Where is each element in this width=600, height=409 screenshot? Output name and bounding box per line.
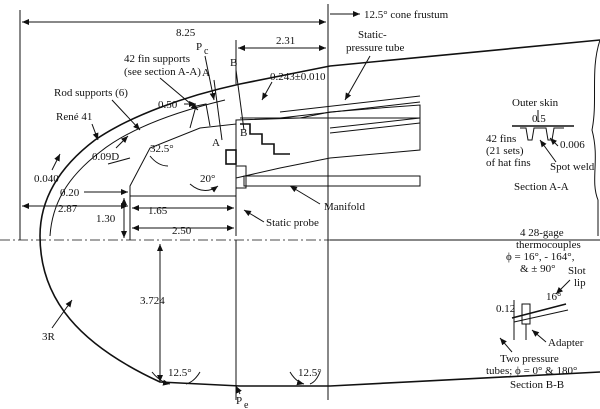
dim-0-20: 0.20 xyxy=(60,187,128,199)
dim-0-243: 0.243±0.010 xyxy=(261,71,326,101)
dim-1-30: 1.30 xyxy=(96,198,127,238)
rod-supports-label: Rod supports (6) xyxy=(54,87,128,99)
static-probe-label: Static probe xyxy=(266,217,319,229)
angle-12-5-left-label: 12.5° xyxy=(168,367,192,379)
dim-0-040: 0.040 xyxy=(34,153,61,185)
dim-0-006-label: 0.006 xyxy=(560,139,585,151)
pe-sub-label: e xyxy=(244,400,249,409)
fin-supports-line1: 42 fin supports xyxy=(124,53,190,65)
dim-1-65-label: 1.65 xyxy=(148,205,168,217)
angle-12-5-right-label: 12.5° xyxy=(298,367,322,379)
cone-frustum-label: 12.5° cone frustum xyxy=(364,9,449,21)
section-bb-detail: 4 28-gage thermocouples ϕ = 16°, - 164°,… xyxy=(486,227,586,391)
slot-lip-line2: lip xyxy=(574,277,586,289)
fins-line3: of hat fins xyxy=(486,157,531,169)
dim-1-30-label: 1.30 xyxy=(96,213,116,225)
section-a-top: A xyxy=(202,67,210,79)
spot-weld-label: Spot weld xyxy=(550,161,595,173)
dim-3-724: 3.724 xyxy=(140,244,165,382)
angle-32-5-label: 32.5° xyxy=(150,143,174,155)
dim-2-87: 2.87 xyxy=(22,186,131,240)
dim-3-724-label: 3.724 xyxy=(140,295,165,307)
dim-0-040-label: 0.040 xyxy=(34,173,59,185)
dim-2-50: 2.50 xyxy=(132,225,234,237)
dim-0-09d: 0.09D xyxy=(92,135,129,163)
pc-label: P xyxy=(196,41,202,53)
rene-41-label: René 41 xyxy=(56,111,92,123)
section-aa-label: Section A-A xyxy=(514,181,569,193)
rod-supports-callout: Rod supports (6) xyxy=(54,87,141,131)
thermo-line1: 4 28-gage xyxy=(520,227,564,239)
fin-supports-callout: 42 fin supports (see section A-A) xyxy=(124,53,201,111)
dim-1-65: 1.65 xyxy=(132,205,234,217)
static-pressure-tube-line2: pressure tube xyxy=(346,42,404,54)
dim-2-31: 2.31 xyxy=(235,35,326,84)
two-tubes-line2: tubes; ϕ = 0° & 180° xyxy=(486,365,577,377)
outer-skin-label: Outer skin xyxy=(512,97,559,109)
inner-structure xyxy=(107,95,421,197)
dim-0-09d-label: 0.09D xyxy=(92,151,119,163)
adapter-label: Adapter xyxy=(548,337,584,349)
dim-0-5-label: 0.5 xyxy=(532,113,546,125)
angle-12-5-right: 12.5° xyxy=(289,367,322,386)
dim-0-50-label: 0.50 xyxy=(158,99,178,111)
dim-8-25-label: 8.25 xyxy=(176,27,196,39)
fins-line2: (21 sets) xyxy=(486,145,524,157)
thermo-line2: thermocouples xyxy=(516,239,581,251)
dim-0-20-label: 0.20 xyxy=(60,187,80,199)
angle-16-label: 16° xyxy=(546,291,561,303)
static-pressure-tube-line1: Static- xyxy=(358,29,387,41)
rene-41-callout: René 41 xyxy=(56,111,99,141)
dim-0-12-label: 0.12 xyxy=(496,303,515,315)
slot-lip-line1: Slot xyxy=(568,265,586,277)
manifold-label: Manifold xyxy=(324,201,365,213)
angle-20-label: 20° xyxy=(200,173,215,185)
angle-12-5-left: 12.5° xyxy=(151,367,201,386)
pe-label: P xyxy=(236,395,242,407)
fin-supports-line2: (see section A-A) xyxy=(124,66,201,78)
pc-label-group: P c xyxy=(196,41,216,101)
section-aa-detail: Outer skin 0.5 42 fins (21 sets) of hat … xyxy=(486,97,595,193)
section-bb-label: Section B-B xyxy=(510,379,564,391)
two-tubes-line1: Two pressure xyxy=(500,353,559,365)
dim-2-31-label: 2.31 xyxy=(276,35,295,47)
dim-0-243-label: 0.243±0.010 xyxy=(270,71,326,83)
angle-20: 20° xyxy=(189,173,219,193)
section-b-mid: B xyxy=(240,127,247,139)
cone-frustum-note: 12.5° cone frustum xyxy=(330,9,449,21)
fins-line1: 42 fins xyxy=(486,133,516,145)
dim-0-50: 0.50 xyxy=(158,99,196,111)
pc-sub-label: c xyxy=(204,46,209,57)
static-pressure-tube-callout: Static- pressure tube xyxy=(344,29,404,101)
section-markers: A B A B xyxy=(202,57,247,149)
radius-3r: 3R xyxy=(42,299,73,343)
thermo-line4: & ± 90° xyxy=(520,263,556,275)
dim-2-87-label: 2.87 xyxy=(58,203,78,215)
dim-8-25: 8.25 xyxy=(19,4,329,240)
angle-32-5: 32.5° xyxy=(149,143,174,167)
radius-3r-label: 3R xyxy=(42,331,56,343)
manifold-callout: Manifold xyxy=(289,185,365,213)
static-probe-callout: Static probe xyxy=(243,209,319,229)
dim-2-50-label: 2.50 xyxy=(172,225,192,237)
section-a-mid: A xyxy=(212,137,220,149)
thermo-line3: ϕ = 16°, - 164°, xyxy=(506,251,575,263)
section-b-top: B xyxy=(230,57,237,69)
pe-label-group: P e xyxy=(235,385,249,409)
